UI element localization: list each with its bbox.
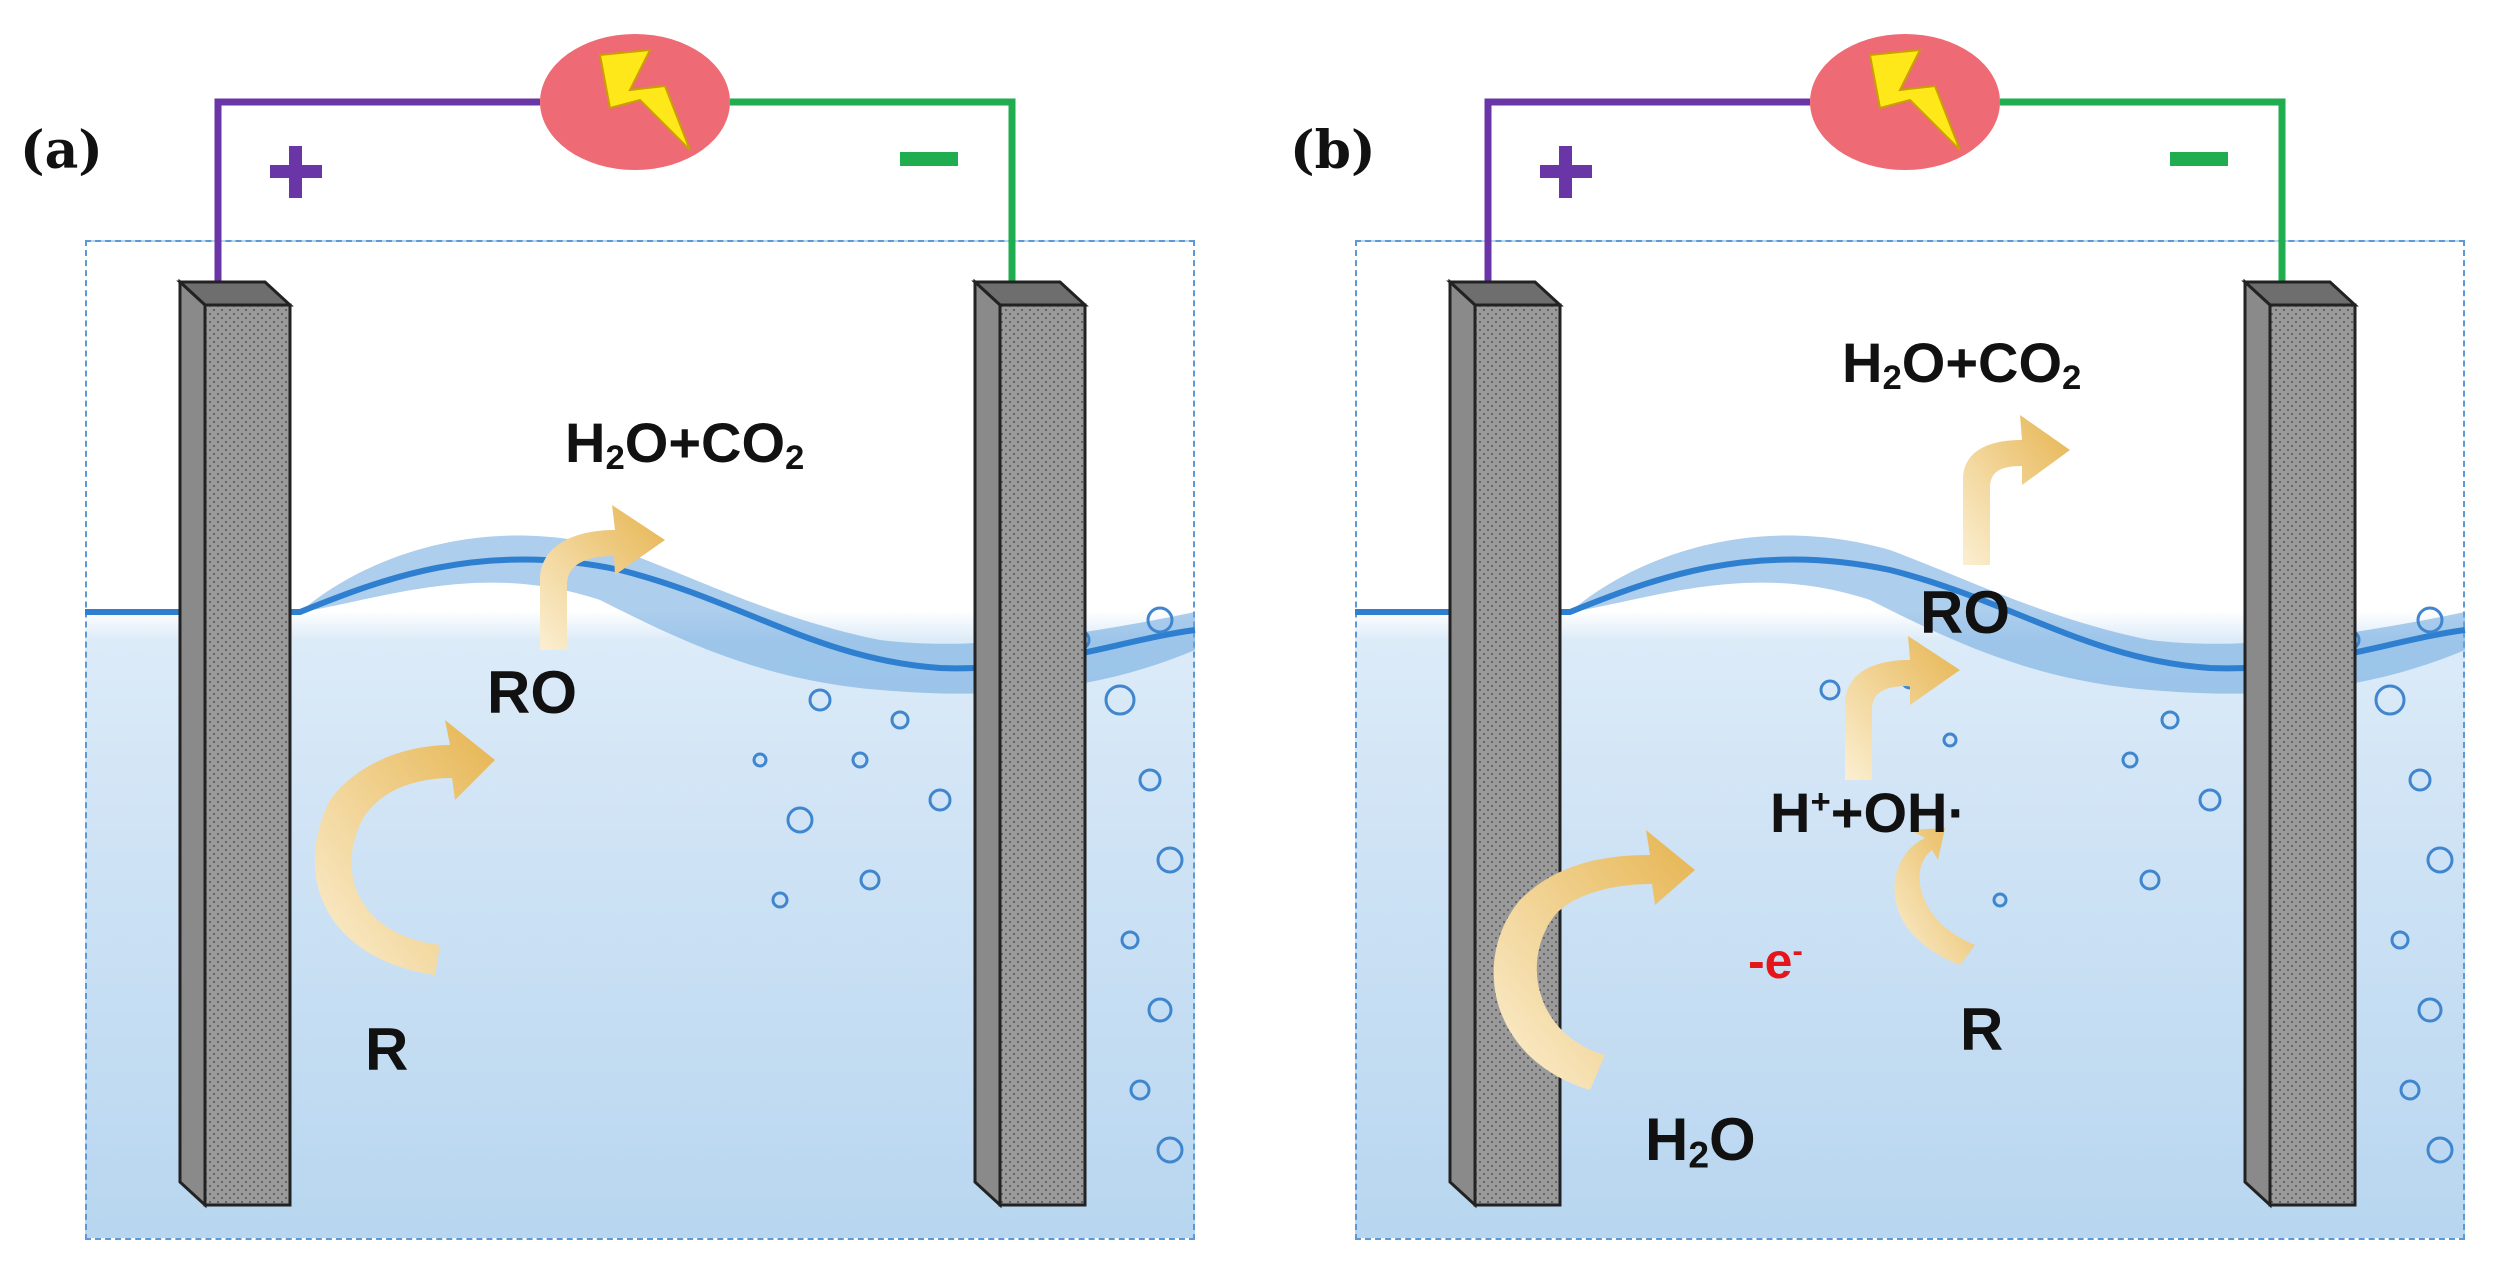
panel-b-graphics bbox=[1355, 34, 2466, 1209]
anode-electrode bbox=[176, 278, 294, 1209]
panel-b-label: (b) bbox=[1290, 120, 1376, 181]
cathode-electrode bbox=[2241, 278, 2359, 1209]
anode-electrode bbox=[1446, 278, 1564, 1209]
ro-label: RO bbox=[1920, 579, 2010, 646]
water-surface bbox=[1355, 535, 2465, 694]
anode-plus-v bbox=[1559, 146, 1572, 198]
curved-arrow-icon bbox=[1963, 415, 2070, 565]
panel-a-graphics bbox=[85, 34, 1196, 1209]
panel-a-label: (a) bbox=[20, 120, 103, 181]
water-surface bbox=[85, 535, 1195, 694]
cathode-minus-sign bbox=[2170, 152, 2228, 166]
bubbles bbox=[1819, 606, 2454, 1164]
product-label: H2O+CO2 bbox=[565, 411, 805, 477]
anode-wire bbox=[1484, 98, 1810, 285]
lightning-bolt-icon bbox=[598, 48, 691, 151]
cathode-electrode bbox=[971, 278, 1089, 1209]
electron-loss-label: -e- bbox=[1748, 933, 1803, 990]
water-label: H2O bbox=[1645, 1106, 1756, 1176]
cathode-wire bbox=[2000, 98, 2286, 285]
anode-plus-v bbox=[289, 146, 302, 198]
panel-a: (a) bbox=[20, 34, 1196, 1240]
curved-arrow-icon bbox=[314, 720, 495, 975]
curved-arrow-icon bbox=[1845, 636, 1960, 780]
product-label: H2O+CO2 bbox=[1842, 331, 2082, 397]
panel-b: (b) bbox=[1270, 0, 2499, 1280]
bubbles bbox=[752, 606, 1184, 1164]
cathode-wire bbox=[730, 98, 1016, 285]
r-label: R bbox=[1960, 996, 2004, 1063]
ro-label: RO bbox=[487, 659, 577, 726]
hydroxyl-radical-label: H++OH· bbox=[1770, 781, 1967, 845]
curved-arrow-icon bbox=[1493, 830, 1695, 1090]
r-label: R bbox=[365, 1016, 409, 1083]
anode-wire bbox=[214, 98, 540, 285]
lightning-bolt-icon bbox=[1868, 48, 1961, 151]
curved-arrow-icon bbox=[1894, 828, 1975, 965]
cathode-minus-sign bbox=[900, 152, 958, 166]
curved-arrow-icon bbox=[540, 505, 665, 650]
